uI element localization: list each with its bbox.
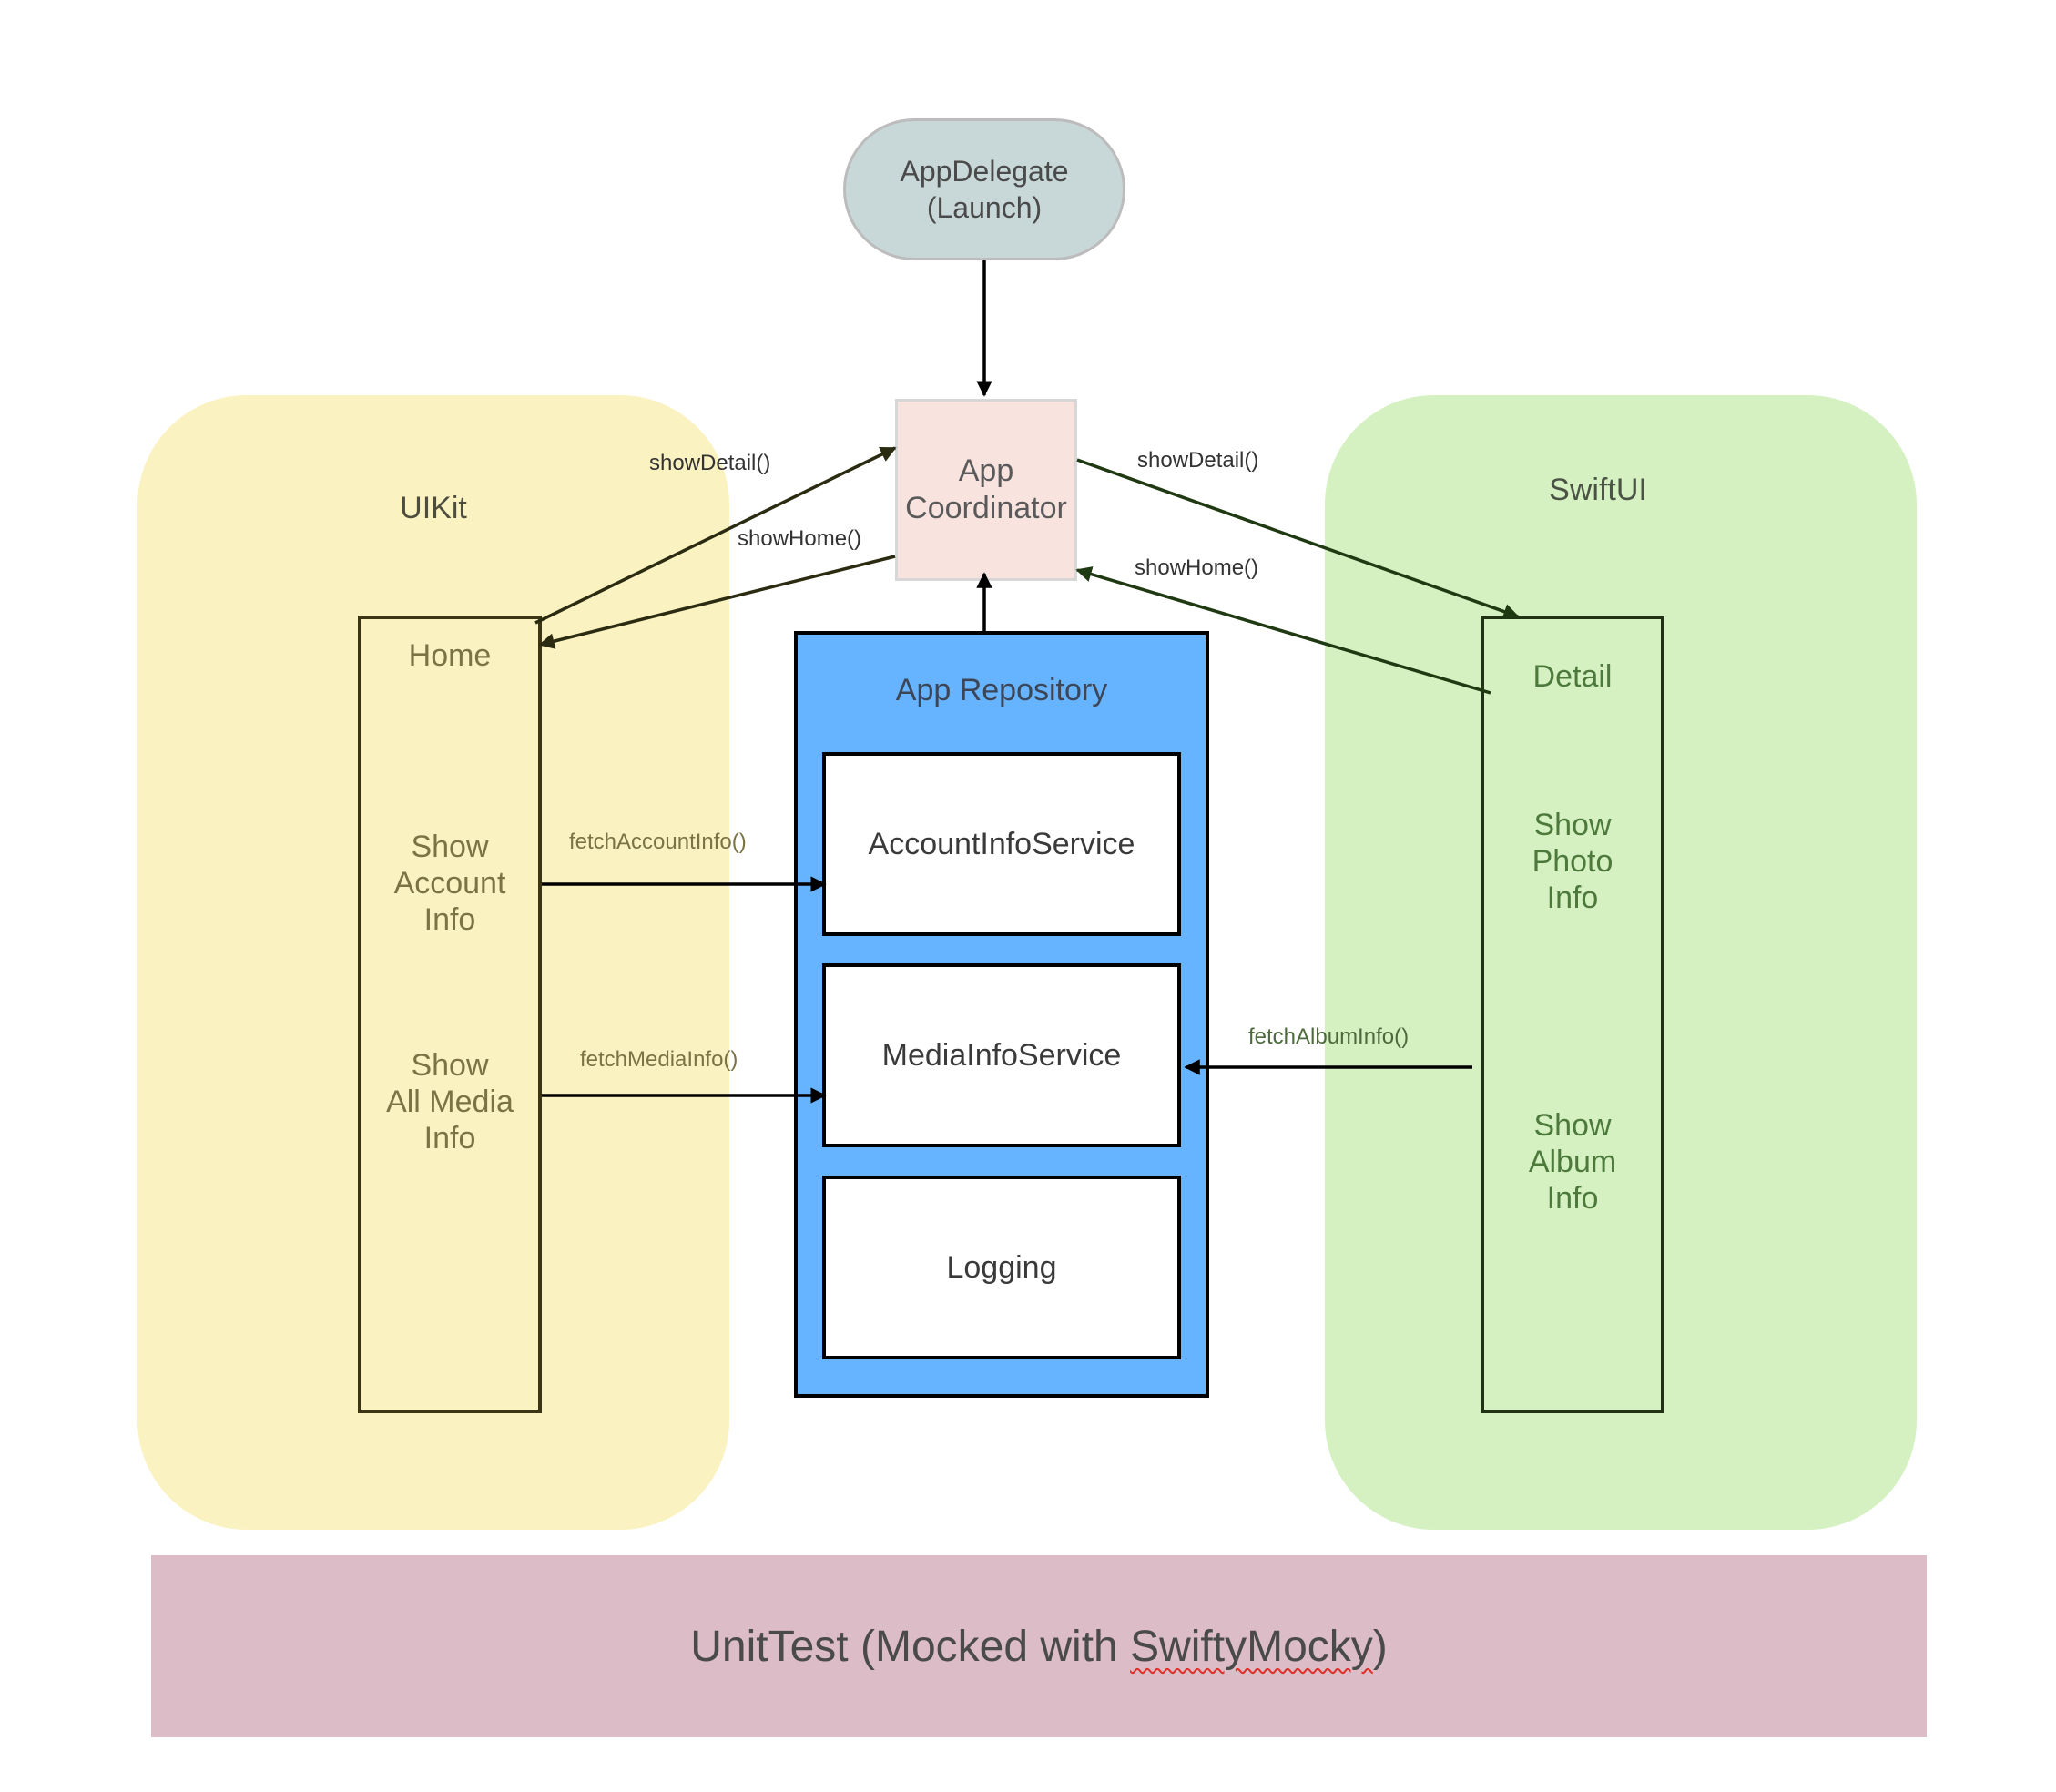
show-account-info-label: Show Account Info [393,829,506,938]
swiftui-panel-title: SwiftUI [1549,472,1647,507]
show-photo-info-label: Show Photo Info [1532,807,1613,916]
fetch-media-info-label: fetchMediaInfo() [580,1047,738,1072]
uikit-panel [137,395,729,1530]
app-delegate-node: AppDelegate (Launch) [843,118,1125,260]
show-all-media-info-label: Show All Media Info [386,1047,514,1156]
home-show-detail-arrow [534,446,897,625]
home-show-home-label: showHome() [738,526,862,551]
unit-test-prefix: UnitTest (Mocked with [690,1622,1131,1671]
detail-label: Detail [1532,658,1613,694]
home-label: Home [408,637,492,673]
unit-test-banner: UnitTest (Mocked with SwiftyMocky) [151,1555,1927,1737]
fetch-account-info-label: fetchAccountInfo() [569,830,747,854]
detail-screen-node [1481,616,1664,1413]
unit-test-highlighted: SwiftyMocky [1130,1622,1373,1671]
app-repository-title: App Repository [895,672,1108,708]
uikit-panel-title: UIKit [400,490,467,525]
unit-test-suffix: ) [1372,1622,1388,1671]
detail-show-detail-label: showDetail() [1137,448,1259,473]
detail-show-home-label: showHome() [1135,555,1259,580]
fetch-album-info-label: fetchAlbumInfo() [1248,1024,1410,1049]
detail-show-home-arrow [1075,566,1491,695]
account-info-service-node: AccountInfoService [822,752,1181,936]
logging-node: Logging [822,1176,1181,1359]
media-info-service-node: MediaInfoService [822,963,1181,1147]
home-screen-node [358,616,542,1413]
home-show-detail-label: showDetail() [649,451,771,475]
home-show-home-arrow [538,555,896,649]
detail-show-detail-arrow [1076,458,1520,619]
show-album-info-label: Show Album Info [1528,1107,1617,1217]
